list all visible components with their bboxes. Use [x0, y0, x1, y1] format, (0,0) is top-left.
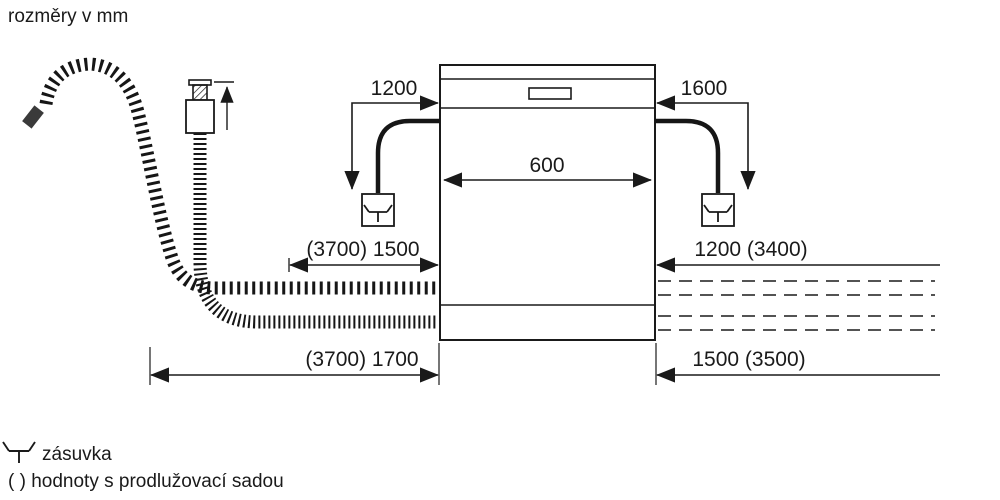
dim-label-drain-right: 1200 (3400)	[694, 238, 807, 261]
power-cord-left	[375, 118, 440, 193]
dimension-lines	[149, 95, 940, 385]
drain-hose	[22, 57, 438, 295]
supply-hose	[193, 133, 438, 329]
valve-height-dimension	[214, 81, 234, 130]
dim-line-power-left	[344, 95, 439, 190]
dim-label-drain-left: (3700) 1500	[306, 238, 419, 261]
door-handle	[528, 87, 572, 100]
dishwasher-outline	[439, 64, 656, 341]
socket-icon-left	[361, 193, 395, 227]
hose-extension-dashes	[658, 280, 935, 331]
drain-hose-nozzle	[22, 105, 44, 129]
legend-extension-note: ( ) hodnoty s prodlužovací sadou	[8, 471, 284, 492]
water-valve	[185, 79, 215, 134]
dishwasher	[439, 64, 656, 341]
dim-label-power-right: 1600	[681, 77, 728, 100]
legend: zásuvka ( ) hodnoty s prodlužovací sadou	[2, 441, 284, 492]
power-cord-right	[655, 118, 721, 193]
socket-icon	[2, 441, 36, 463]
dim-label-power-left: 1200	[371, 77, 418, 100]
dim-label-supply-left: (3700) 1700	[305, 348, 418, 371]
valve-body	[185, 99, 215, 134]
dim-label-supply-right: 1500 (3500)	[692, 348, 805, 371]
valve-threaded-connector	[192, 84, 208, 101]
dim-line-power-right	[656, 95, 756, 190]
socket-icon-right	[701, 193, 735, 227]
dim-label-width: 600	[529, 154, 564, 177]
units-note: rozměry v mm	[8, 6, 128, 27]
legend-socket-label: zásuvka	[42, 444, 112, 465]
